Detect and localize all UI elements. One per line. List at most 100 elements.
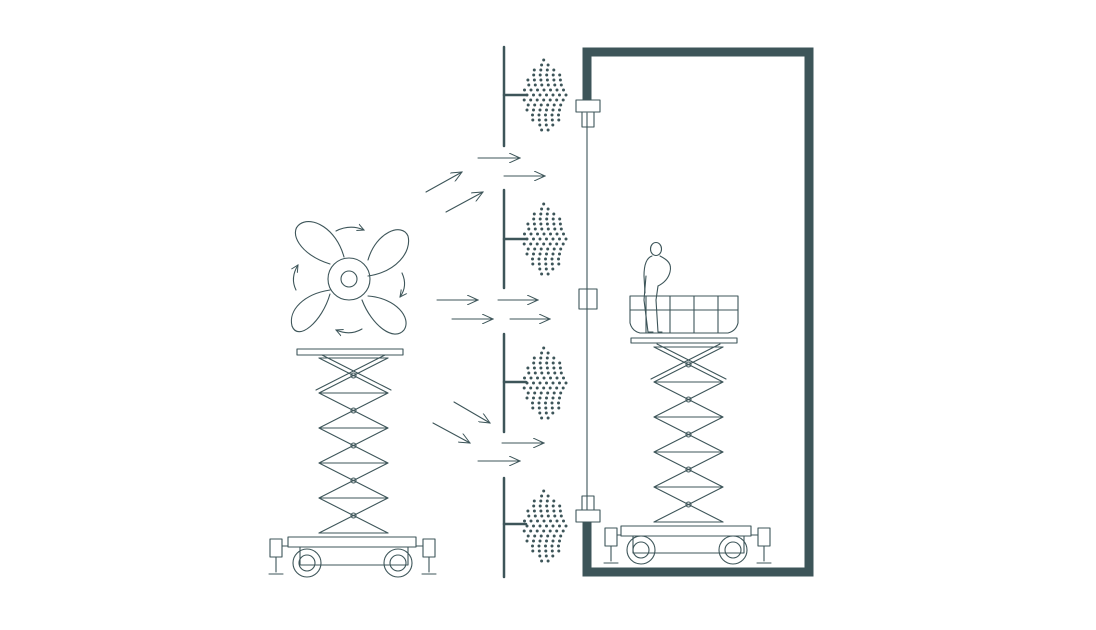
spray-droplet [529, 88, 533, 92]
spray-droplet [535, 386, 539, 390]
spray-droplet [535, 98, 539, 102]
spray-droplet [525, 381, 529, 385]
spray-droplet [551, 381, 555, 385]
spray-droplet [527, 371, 531, 375]
spray-droplet [540, 83, 544, 87]
spray-droplet [532, 509, 536, 513]
spray-droplet [561, 98, 565, 102]
spray-droplet [564, 524, 568, 528]
spray-droplet [548, 529, 552, 533]
spray-droplet [537, 262, 541, 266]
spray-droplet [529, 232, 533, 236]
spray-droplet [539, 356, 543, 360]
spray-droplet [532, 396, 535, 400]
spray-droplet [546, 514, 550, 518]
spray-droplet [564, 93, 568, 97]
spray-droplet [531, 549, 535, 553]
spray-droplet [545, 217, 549, 221]
spray-droplet [552, 356, 556, 360]
spray-droplet [539, 222, 543, 226]
spray-droplet [550, 401, 554, 405]
spray-cloud [522, 489, 568, 563]
spray-droplet [532, 499, 536, 503]
spray-droplet [548, 242, 552, 246]
spray-droplet [559, 103, 563, 107]
spray-droplet [526, 78, 530, 82]
spray-droplet [532, 68, 536, 72]
spray-droplet [533, 103, 537, 107]
spray-droplet [552, 103, 556, 107]
spray-droplet [557, 406, 561, 410]
spray-droplet [531, 262, 535, 266]
spray-droplet [544, 118, 548, 122]
spray-droplet [553, 83, 557, 87]
spray-droplet [555, 519, 559, 523]
spray-droplet [545, 212, 549, 216]
spray-droplet [549, 88, 552, 92]
spray-droplet [538, 361, 542, 365]
spray-droplet [538, 217, 542, 221]
spray-droplet [532, 78, 536, 82]
spray-droplet [546, 391, 550, 395]
spray-droplet [537, 406, 541, 410]
spray-droplet [551, 554, 555, 558]
spray-droplet [558, 73, 562, 77]
spray-droplet [529, 98, 533, 102]
spray-droplet [559, 247, 563, 251]
spray-droplet [545, 504, 549, 508]
spray-droplet [544, 123, 548, 127]
spray-droplet [538, 252, 542, 256]
spray-droplet [546, 494, 550, 498]
spray-droplet [546, 207, 550, 211]
spray-droplet [558, 222, 562, 226]
spray-droplet [559, 391, 563, 395]
spray-droplet [546, 534, 550, 538]
spray-droplet [540, 371, 544, 375]
spray-droplet [540, 63, 544, 67]
spray-droplet [562, 232, 565, 236]
spray-droplet [526, 366, 530, 370]
spray-droplet [532, 361, 536, 365]
spray-droplet [539, 78, 543, 82]
spray-droplet [532, 252, 535, 256]
spray-droplet [559, 514, 563, 518]
arrow-right-icon [425, 172, 462, 193]
spray-droplet [532, 381, 535, 385]
spray-droplet [532, 539, 535, 543]
spray-droplet [549, 232, 552, 236]
spray-droplet [549, 519, 552, 523]
spray-droplet [555, 529, 559, 533]
spray-droplet [544, 411, 548, 415]
spray-droplet [540, 416, 544, 420]
spray-droplet [542, 519, 546, 523]
spray-droplet [562, 519, 565, 523]
spray-droplet [544, 406, 548, 410]
fan-platform [296, 348, 404, 356]
spray-droplet [537, 544, 541, 548]
spray-droplet [559, 227, 563, 231]
spray-droplet [537, 401, 541, 405]
spray-droplet [559, 371, 563, 375]
spray-droplet [532, 222, 536, 226]
spray-droplet [557, 549, 561, 553]
spray-droplet [546, 559, 550, 563]
spray-droplet [539, 509, 543, 513]
spray-droplet [546, 416, 550, 420]
spray-cloud [522, 202, 568, 276]
spray-droplet [557, 113, 560, 117]
airflow-arrows [425, 158, 550, 461]
spray-droplet [539, 534, 543, 538]
spray-droplet [553, 371, 557, 375]
spray-droplet [545, 356, 549, 360]
spray-droplet [542, 202, 546, 206]
spray-droplet [551, 396, 555, 400]
spray-droplet [562, 88, 565, 92]
spray-droplet [555, 386, 559, 390]
spray-droplet [551, 411, 555, 415]
spray-droplet [545, 78, 549, 82]
spray-droplet [533, 514, 537, 518]
spray-droplet [544, 544, 547, 548]
spray-droplet [529, 376, 533, 380]
spray-droplet [546, 272, 550, 276]
spray-droplet [539, 212, 543, 216]
